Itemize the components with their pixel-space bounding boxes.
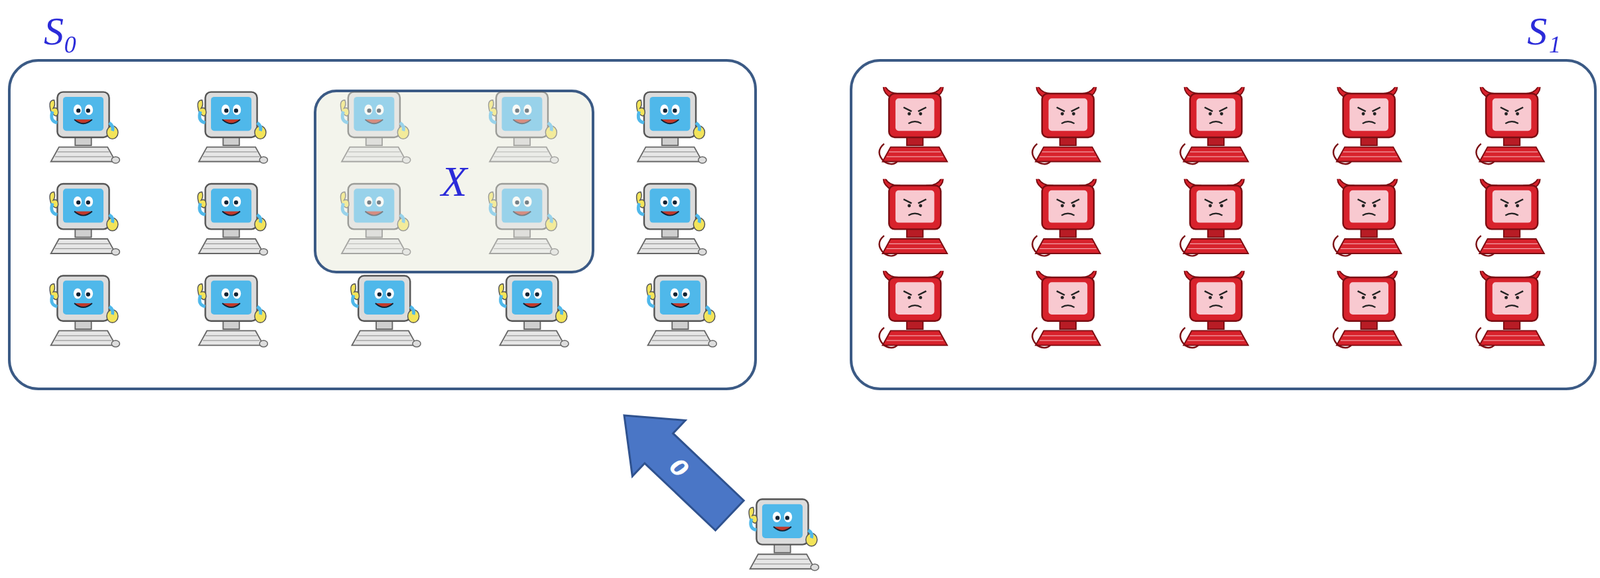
set-label: S₁ bbox=[1527, 11, 1561, 52]
honest-computer bbox=[498, 275, 569, 347]
malicious-computer bbox=[1032, 83, 1100, 164]
malicious-computer bbox=[1333, 267, 1401, 348]
honest-computer bbox=[340, 92, 410, 164]
honest-computer bbox=[646, 275, 717, 347]
malicious-computer bbox=[1180, 175, 1248, 257]
honest-computer bbox=[488, 183, 559, 255]
malicious-computer bbox=[879, 175, 948, 257]
inner-set-box: X bbox=[313, 89, 595, 274]
malicious-computer bbox=[1333, 175, 1401, 257]
honest-computer bbox=[197, 275, 268, 347]
honest-computer bbox=[748, 498, 819, 570]
honest-computer bbox=[350, 275, 421, 347]
malicious-computer bbox=[1032, 175, 1100, 257]
set-box: S₁ bbox=[849, 59, 1597, 391]
honest-computer bbox=[636, 183, 707, 255]
malicious-computer bbox=[879, 267, 948, 348]
set-label: X bbox=[441, 160, 467, 203]
malicious-computer bbox=[1475, 83, 1544, 164]
set-label: S₀ bbox=[43, 11, 78, 52]
honest-computer bbox=[197, 92, 268, 164]
malicious-computer bbox=[1475, 175, 1544, 257]
honest-computer bbox=[636, 92, 707, 164]
malicious-computer bbox=[879, 83, 948, 164]
honest-computer bbox=[49, 275, 120, 347]
honest-computer bbox=[488, 92, 559, 164]
honest-computer bbox=[340, 183, 410, 255]
block-arrow bbox=[597, 387, 757, 544]
malicious-computer bbox=[1333, 83, 1401, 164]
malicious-computer bbox=[1032, 267, 1100, 348]
computer-icons bbox=[49, 83, 1545, 570]
honest-computer bbox=[49, 183, 120, 255]
malicious-computer bbox=[1180, 267, 1248, 348]
arrow-label: 0 bbox=[666, 454, 694, 482]
malicious-computer bbox=[1180, 83, 1248, 164]
honest-computer bbox=[197, 183, 268, 255]
set-box: S₀X bbox=[7, 59, 757, 391]
malicious-computer bbox=[1475, 267, 1544, 348]
honest-computer bbox=[49, 92, 120, 164]
